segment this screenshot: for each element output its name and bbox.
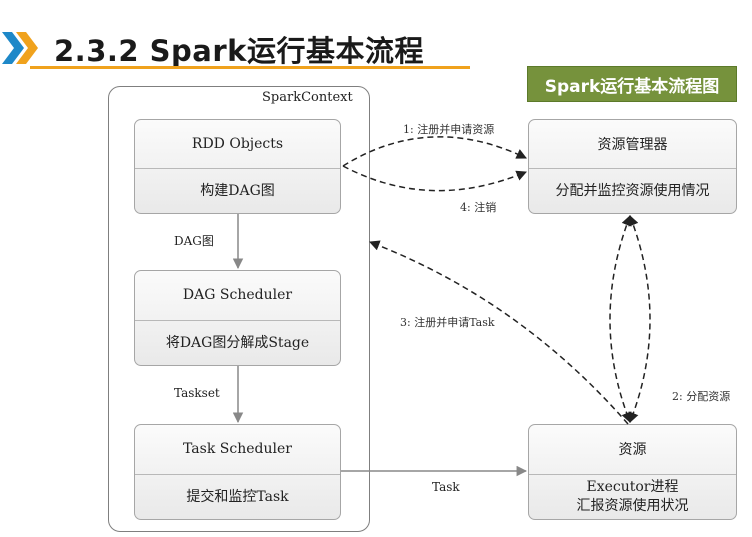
edge-label-step1: 1: 注册并申请资源 [403, 123, 495, 136]
rdd-objects-node: RDD Objects 构建DAG图 [134, 119, 341, 214]
arrow-allocate-right [628, 215, 651, 423]
task-scheduler-body: 提交和监控Task [186, 488, 289, 505]
edge-label-step3: 3: 注册并申请Task [400, 316, 495, 329]
dag-scheduler-title: DAG Scheduler [135, 271, 340, 321]
edge-label-task: Task [432, 480, 460, 494]
resource-manager-title: 资源管理器 [529, 120, 736, 170]
sparkcontext-container [108, 86, 370, 532]
edge-label-taskset: Taskset [174, 386, 220, 400]
edge-label-dag-graph: DAG图 [174, 234, 214, 248]
resource-node: 资源 Executor进程 汇报资源使用状况 [528, 424, 737, 520]
resource-manager-body: 分配并监控资源使用情况 [555, 183, 710, 200]
arrow-register-request [342, 136, 527, 167]
arrow-allocate-left [609, 215, 632, 423]
resource-body-executor: Executor进程 [586, 479, 679, 496]
sparkcontext-label: SparkContext [262, 90, 353, 105]
chevron-right-icon [2, 32, 38, 64]
title-underline [30, 66, 470, 69]
task-scheduler-title: Task Scheduler [135, 425, 340, 475]
dag-scheduler-node: DAG Scheduler 将DAG图分解成Stage [134, 270, 341, 366]
resource-body-report: 汇报资源使用状况 [576, 498, 689, 515]
edge-label-step4: 4: 注销 [460, 201, 497, 214]
arrow-deregister [342, 165, 527, 192]
diagram-legend-label: Spark运行基本流程图 [527, 66, 737, 102]
edge-label-step2: 2: 分配资源 [672, 390, 731, 403]
page-title: 2.3.2 Spark运行基本流程 [54, 34, 424, 68]
task-scheduler-node: Task Scheduler 提交和监控Task [134, 424, 341, 520]
rdd-objects-body: 构建DAG图 [200, 183, 275, 200]
arrow-register-task [369, 240, 629, 425]
dag-scheduler-body: 将DAG图分解成Stage [165, 334, 310, 351]
resource-title: 资源 [529, 425, 736, 475]
resource-manager-node: 资源管理器 分配并监控资源使用情况 [528, 119, 737, 214]
rdd-objects-title: RDD Objects [135, 120, 340, 170]
